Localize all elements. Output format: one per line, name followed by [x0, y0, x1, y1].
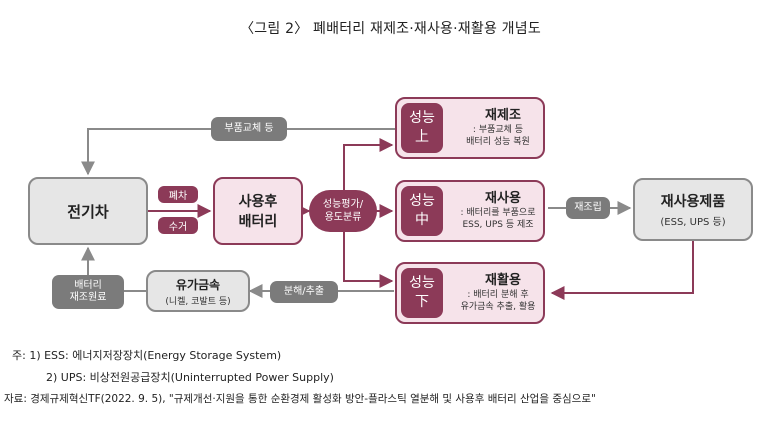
arrow-eval-to-high [343, 138, 394, 193]
label-collect: 수거 [158, 217, 198, 234]
outcome-remanufacture: 성능 上 재제조 : 부품교체 등 배터리 성능 복원 [395, 97, 545, 159]
node-reuse-product: 재사용제품 (ESS, UPS 등) [633, 178, 753, 241]
outcome-desc: : 부품교체 등 배터리 성능 복원 [466, 125, 530, 148]
grade-mid-badge: 성능 中 [401, 186, 443, 236]
outcome-desc: : 배터리 분해 후 유가금속 추출, 활용 [460, 290, 536, 313]
node-ev: 전기차 [28, 177, 148, 245]
outcome-desc: : 배터리를 부품으로 ESS, UPS 등 제조 [460, 208, 536, 231]
outcome-reuse: 성능 中 재사용 : 배터리를 부품으로 ESS, UPS 등 제조 [395, 180, 545, 242]
source-note: 자료: 경제규제혁신TF(2022. 9. 5), "규제개선·지원을 통한 순… [4, 393, 596, 405]
grade-high-badge: 성능 上 [401, 103, 443, 153]
outcome-title: 재활용 [485, 273, 521, 288]
node-used-battery: 사용후 배터리 [213, 177, 303, 245]
label-disassemble: 분해/추출 [270, 281, 338, 303]
grade-low-badge: 성능 下 [401, 268, 443, 318]
outcome-recycle: 성능 下 재활용 : 배터리 분해 후 유가금속 추출, 활용 [395, 262, 545, 324]
node-performance-eval: 성능평가/ 용도분류 [309, 190, 377, 232]
arrow-eval-to-low [343, 229, 394, 288]
label-parts-replace: 부품교체 등 [211, 117, 287, 141]
figure-title: 〈그림 2〉 폐배터리 재제조·재사용·재활용 개념도 [240, 21, 541, 37]
outcome-title: 재사용 [485, 191, 521, 206]
note-ups: 2) UPS: 비상전원공급장치(Uninterrupted Power Sup… [46, 371, 334, 384]
outcome-title: 재제조 [485, 108, 521, 123]
note-ess: 주: 1) ESS: 에너지저장장치(Energy Storage System… [12, 349, 282, 362]
arrow-product-to-recycle [550, 241, 694, 300]
arrow-remanufacture-to-ev [81, 128, 395, 176]
label-battery-material: 배터리 재조원료 [52, 275, 124, 309]
label-reassemble: 재조립 [566, 197, 610, 219]
label-scrap: 폐차 [158, 186, 198, 203]
node-valuable-metals: 유가금속 (니켈, 코발트 등) [146, 270, 250, 312]
